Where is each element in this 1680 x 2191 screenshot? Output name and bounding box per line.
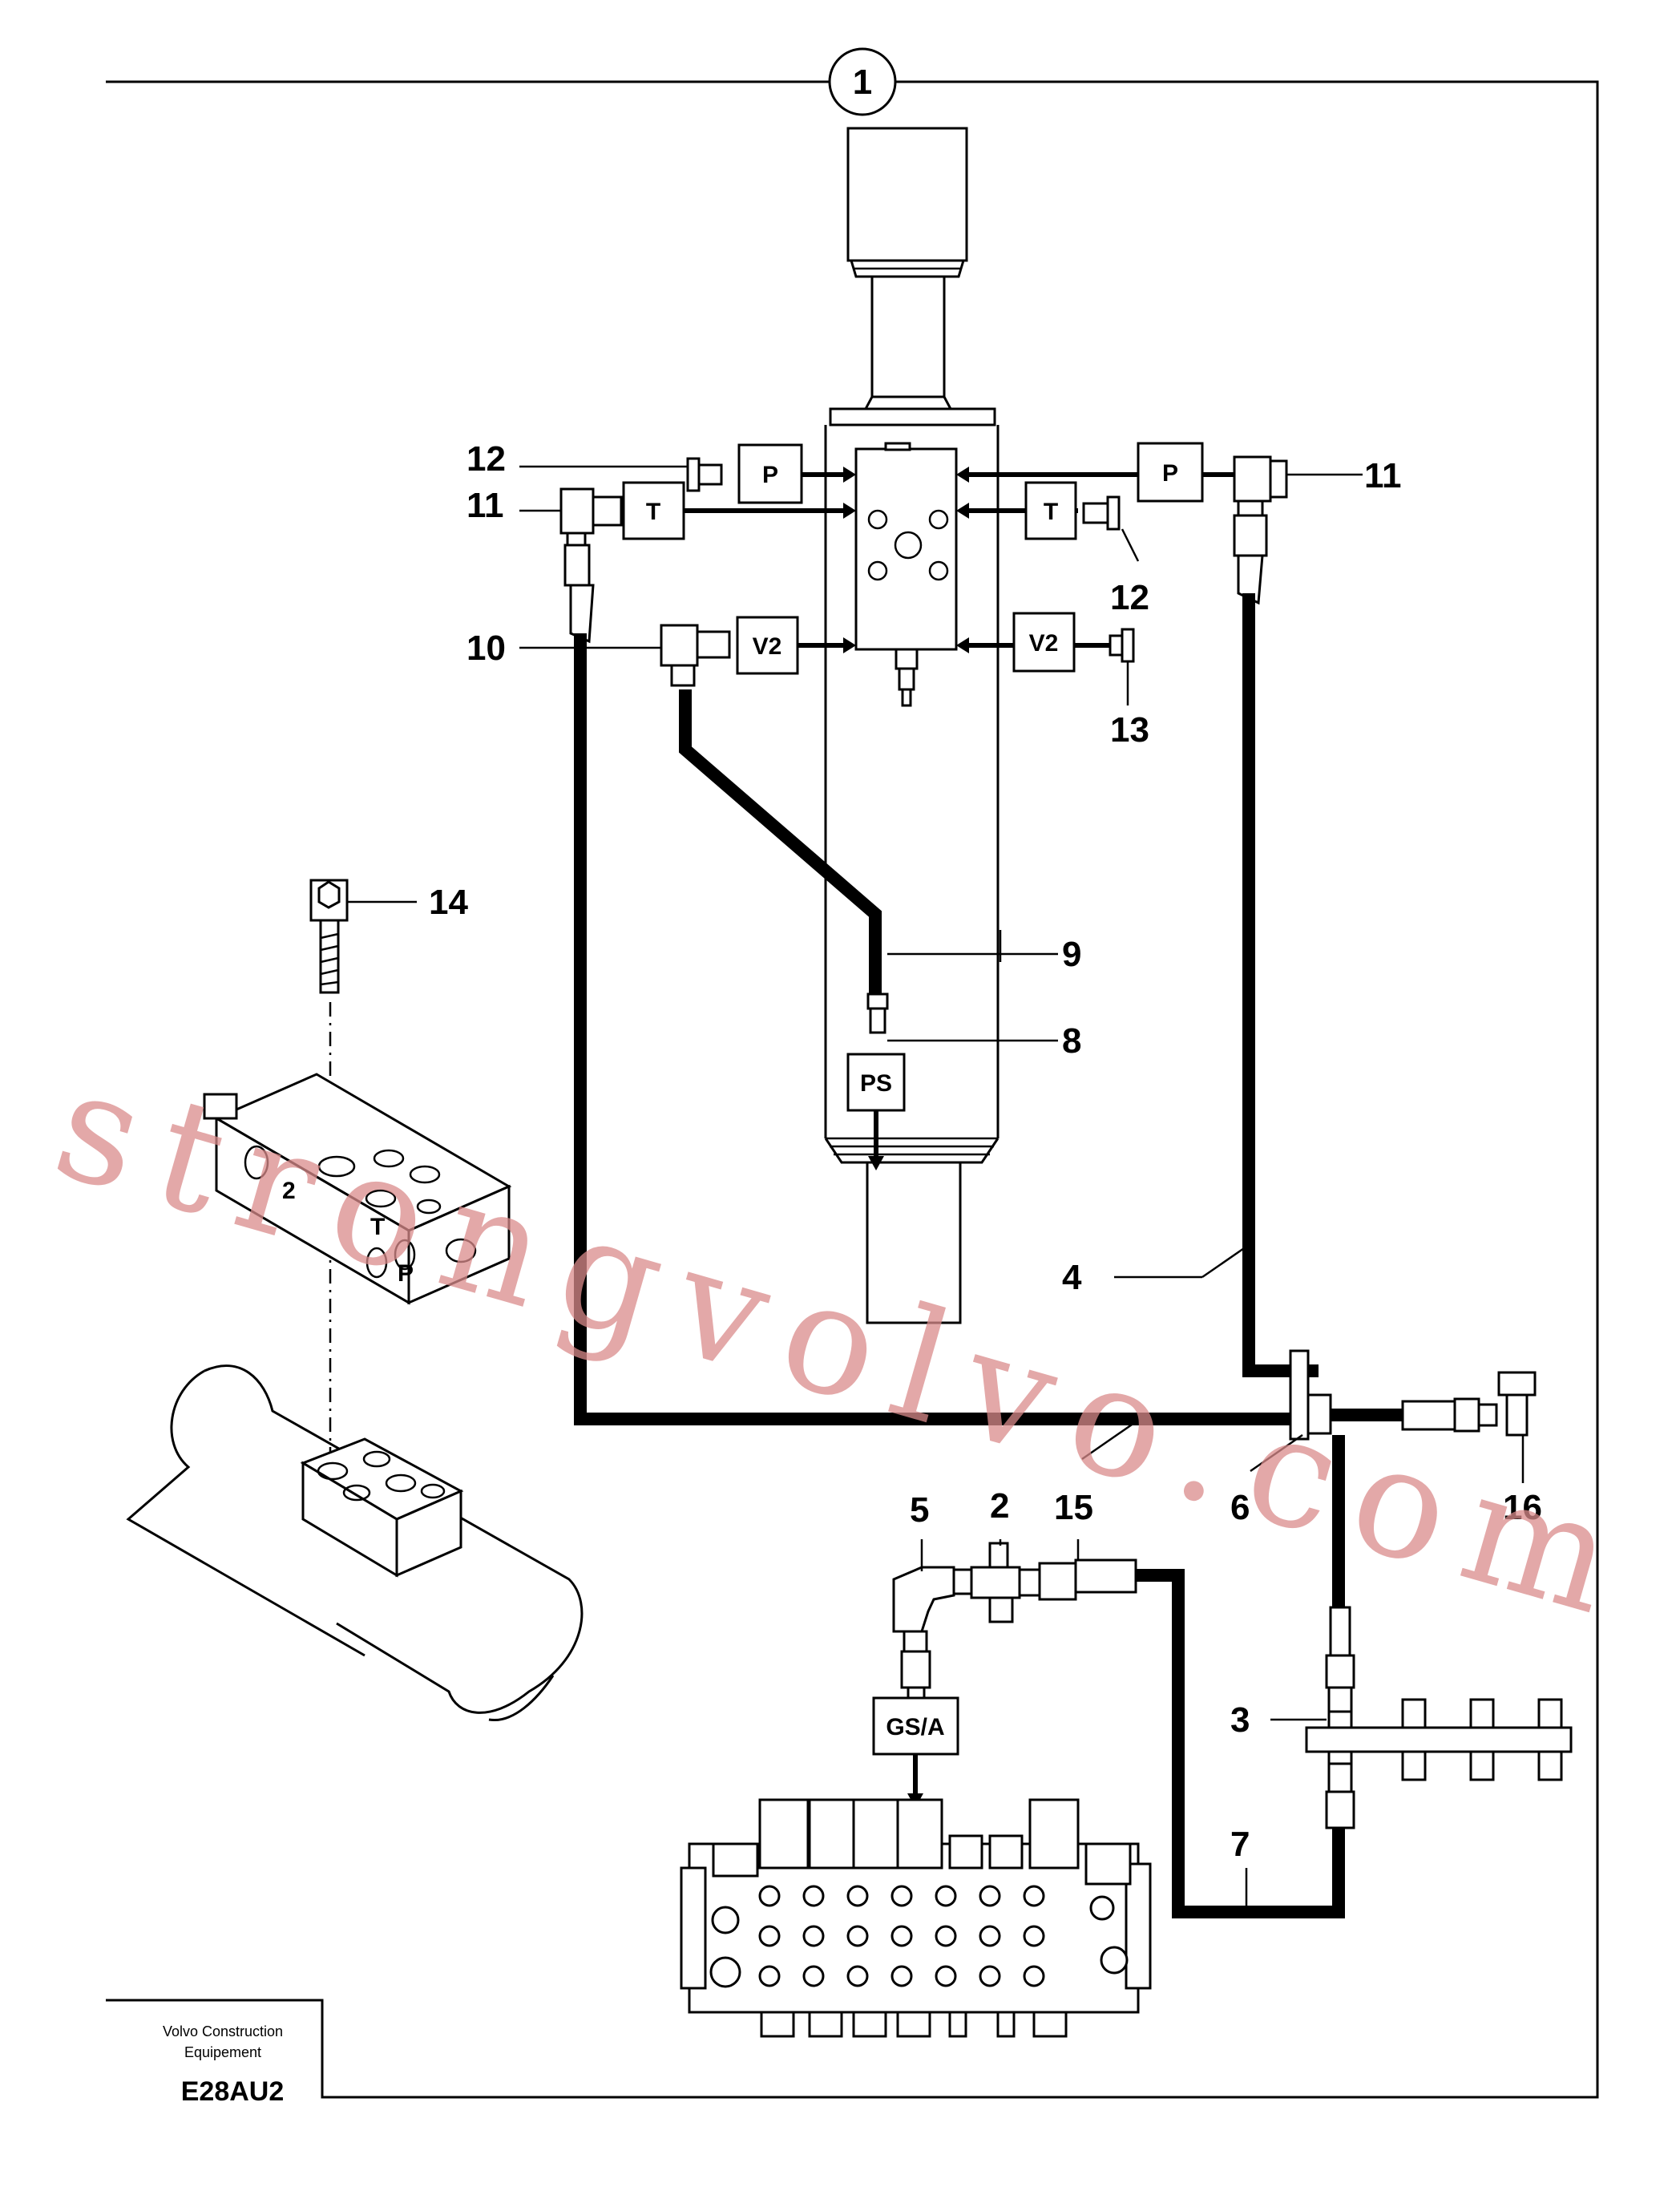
block-label-p: P — [398, 1260, 414, 1287]
port-label-p-left: P — [762, 462, 778, 488]
port-label-gsa: GS/A — [886, 1714, 944, 1740]
valve-block — [854, 442, 958, 707]
cylinder — [824, 127, 1002, 1324]
port-label-ps: PS — [860, 1070, 892, 1097]
callout-1-circle — [828, 47, 897, 116]
leader-lines — [347, 465, 1525, 1912]
port-label-t-right: T — [1044, 499, 1058, 525]
callout-11-right: 11 — [1364, 456, 1402, 495]
hose-left-return — [574, 633, 1294, 1425]
port-box-v2-left — [736, 616, 799, 675]
callout-3: 3 — [1230, 1700, 1250, 1740]
drawing-code: E28AU2 — [181, 2076, 285, 2107]
plugs-and-fittings — [559, 455, 1288, 687]
callout-6: 6 — [1230, 1488, 1250, 1527]
port-box-t-left — [622, 481, 685, 540]
callout-7: 7 — [1230, 1825, 1250, 1864]
callout-5: 5 — [910, 1490, 929, 1530]
port-box-p-left — [737, 443, 803, 504]
hose-7 — [1134, 1569, 1345, 1918]
fittings-5-2 — [892, 1542, 1137, 1709]
watermark: strongvolvo.com — [38, 1035, 1655, 1655]
callout-1: 1 — [853, 63, 872, 102]
manifold — [1305, 1698, 1573, 1781]
callout-8: 8 — [1062, 1021, 1081, 1061]
port-label-v2-left: V2 — [753, 633, 782, 660]
port-label-v2-right: V2 — [1029, 630, 1059, 657]
bolt-14 — [309, 879, 349, 1467]
callout-11-left: 11 — [466, 486, 504, 525]
hose-4 — [1242, 593, 1319, 1377]
callout-16: 16 — [1503, 1488, 1542, 1527]
port-box-t-right — [1024, 481, 1077, 540]
control-valve-bank — [680, 1798, 1152, 2038]
port-label-p-right: P — [1162, 460, 1178, 487]
callout-15: 15 — [1054, 1488, 1093, 1527]
callout-14: 14 — [429, 883, 468, 922]
callout-4: 4 — [1062, 1258, 1082, 1297]
callout-2: 2 — [990, 1486, 1009, 1526]
valve-block-iso: T P 2 — [203, 1073, 512, 1305]
port-box-gsa — [872, 1696, 959, 1756]
block-label-t: T — [370, 1214, 385, 1240]
company-line-1: Volvo Construction — [163, 2023, 283, 2039]
callout-12-right: 12 — [1110, 578, 1149, 617]
callout-12-left: 12 — [466, 439, 506, 479]
part-6-stem — [1306, 1393, 1332, 1435]
port-box-p-right — [1137, 442, 1204, 503]
boom-section — [126, 1364, 584, 1722]
callout-9: 9 — [1062, 935, 1081, 974]
callout-10: 10 — [466, 629, 506, 668]
frame-border — [106, 80, 1599, 2099]
hose-9 — [679, 689, 882, 994]
port-box-v2-right — [1012, 612, 1076, 673]
port-arrows — [684, 467, 1234, 653]
company-line-2: Equipement — [184, 2044, 261, 2060]
port-label-t-left: T — [646, 499, 660, 525]
hose-end-fittings — [866, 992, 1537, 1829]
callout-13: 13 — [1110, 710, 1149, 750]
block-label-2: 2 — [282, 1178, 296, 1204]
